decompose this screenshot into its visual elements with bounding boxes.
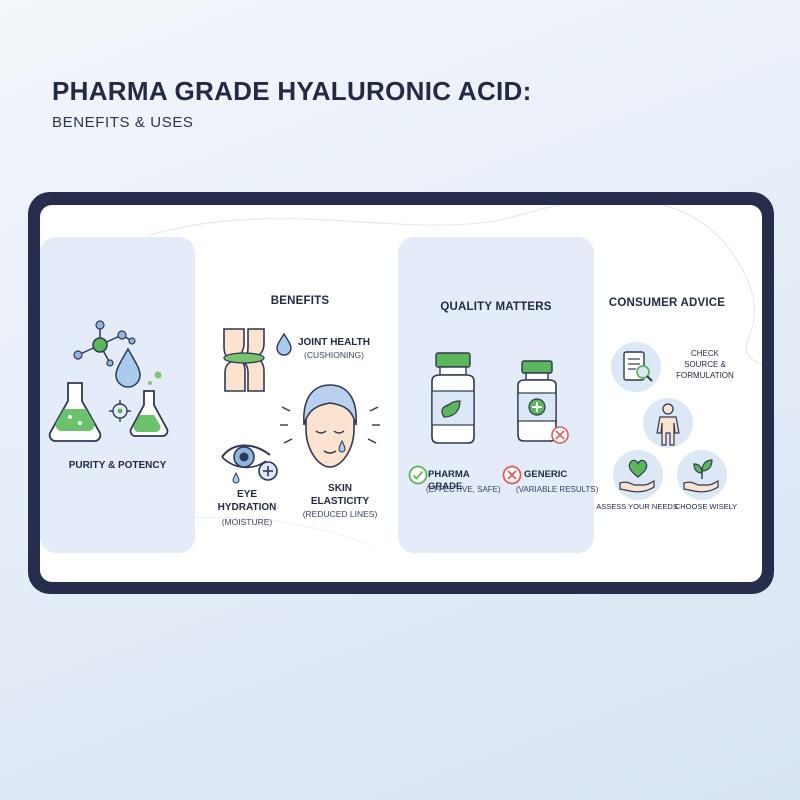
pharma-grade-sub: (EFFECTIVE, SAFE) [426,485,501,494]
check-line3: FORMULATION [676,370,734,380]
purity-label: PURITY & POTENCY [68,460,167,471]
eye-label-line2: HYDRATION [217,501,277,513]
plant-hand-icon [677,450,727,500]
consumer-advice-heading: CONSUMER ADVICE [608,297,726,309]
document-magnifier-icon [611,342,661,392]
skin-label-line1: SKIN [328,483,352,494]
infographic-screen: PURITY & POTENCY BENEFITS JOINT HEALTH (… [40,205,762,582]
assess-needs-label: ASSESS YOUR NEEDS [596,502,678,511]
skin-label-line2: ELASTICITY [310,495,370,507]
quality-heading: QUALITY MATTERS [440,301,552,313]
eye-hydration-label: EYE HYDRATION [212,489,282,514]
x-circle-icon [502,465,522,485]
joint-health-label: JOINT HEALTH [297,337,371,348]
choose-wisely-label: CHOOSE WISELY [674,502,738,511]
page-subtitle: BENEFITS & USES [52,114,194,131]
lab-flasks-molecule-icon [48,320,169,442]
check-line2: SOURCE & [684,359,726,369]
face-icon [280,384,380,468]
eye-hydration-sub: (MOISTURE) [221,517,273,527]
check-line1: CHECK [690,349,719,358]
quality-panel [398,237,594,553]
skin-elasticity-label: SKIN ELASTICITY [300,483,380,508]
eye-label-line1: EYE [236,489,257,500]
check-circle-icon [408,465,428,485]
joint-health-sub: (CUSHIONING) [304,350,364,360]
benefits-heading: BENEFITS [270,295,330,307]
skin-elasticity-sub: (REDUCED LINES) [302,509,378,519]
generic-bottle-icon [517,360,569,444]
human-body-icon [643,398,693,448]
heart-hand-icon [613,450,663,500]
knee-joint-icon [223,328,265,392]
eye-drop-icon [221,444,278,484]
pharma-grade-label: PHARMA GRADE [428,469,470,492]
page-title: PHARMA GRADE HYALURONIC ACID: [52,76,532,106]
purity-panel [40,237,195,553]
check-source-label: CHECK SOURCE & FORMULATION [668,349,742,381]
water-drop-icon [276,332,292,356]
generic-label: GENERIC [524,469,568,480]
pharma-bottle-icon [431,352,475,444]
generic-sub: (VARIABLE RESULTS) [516,485,599,494]
